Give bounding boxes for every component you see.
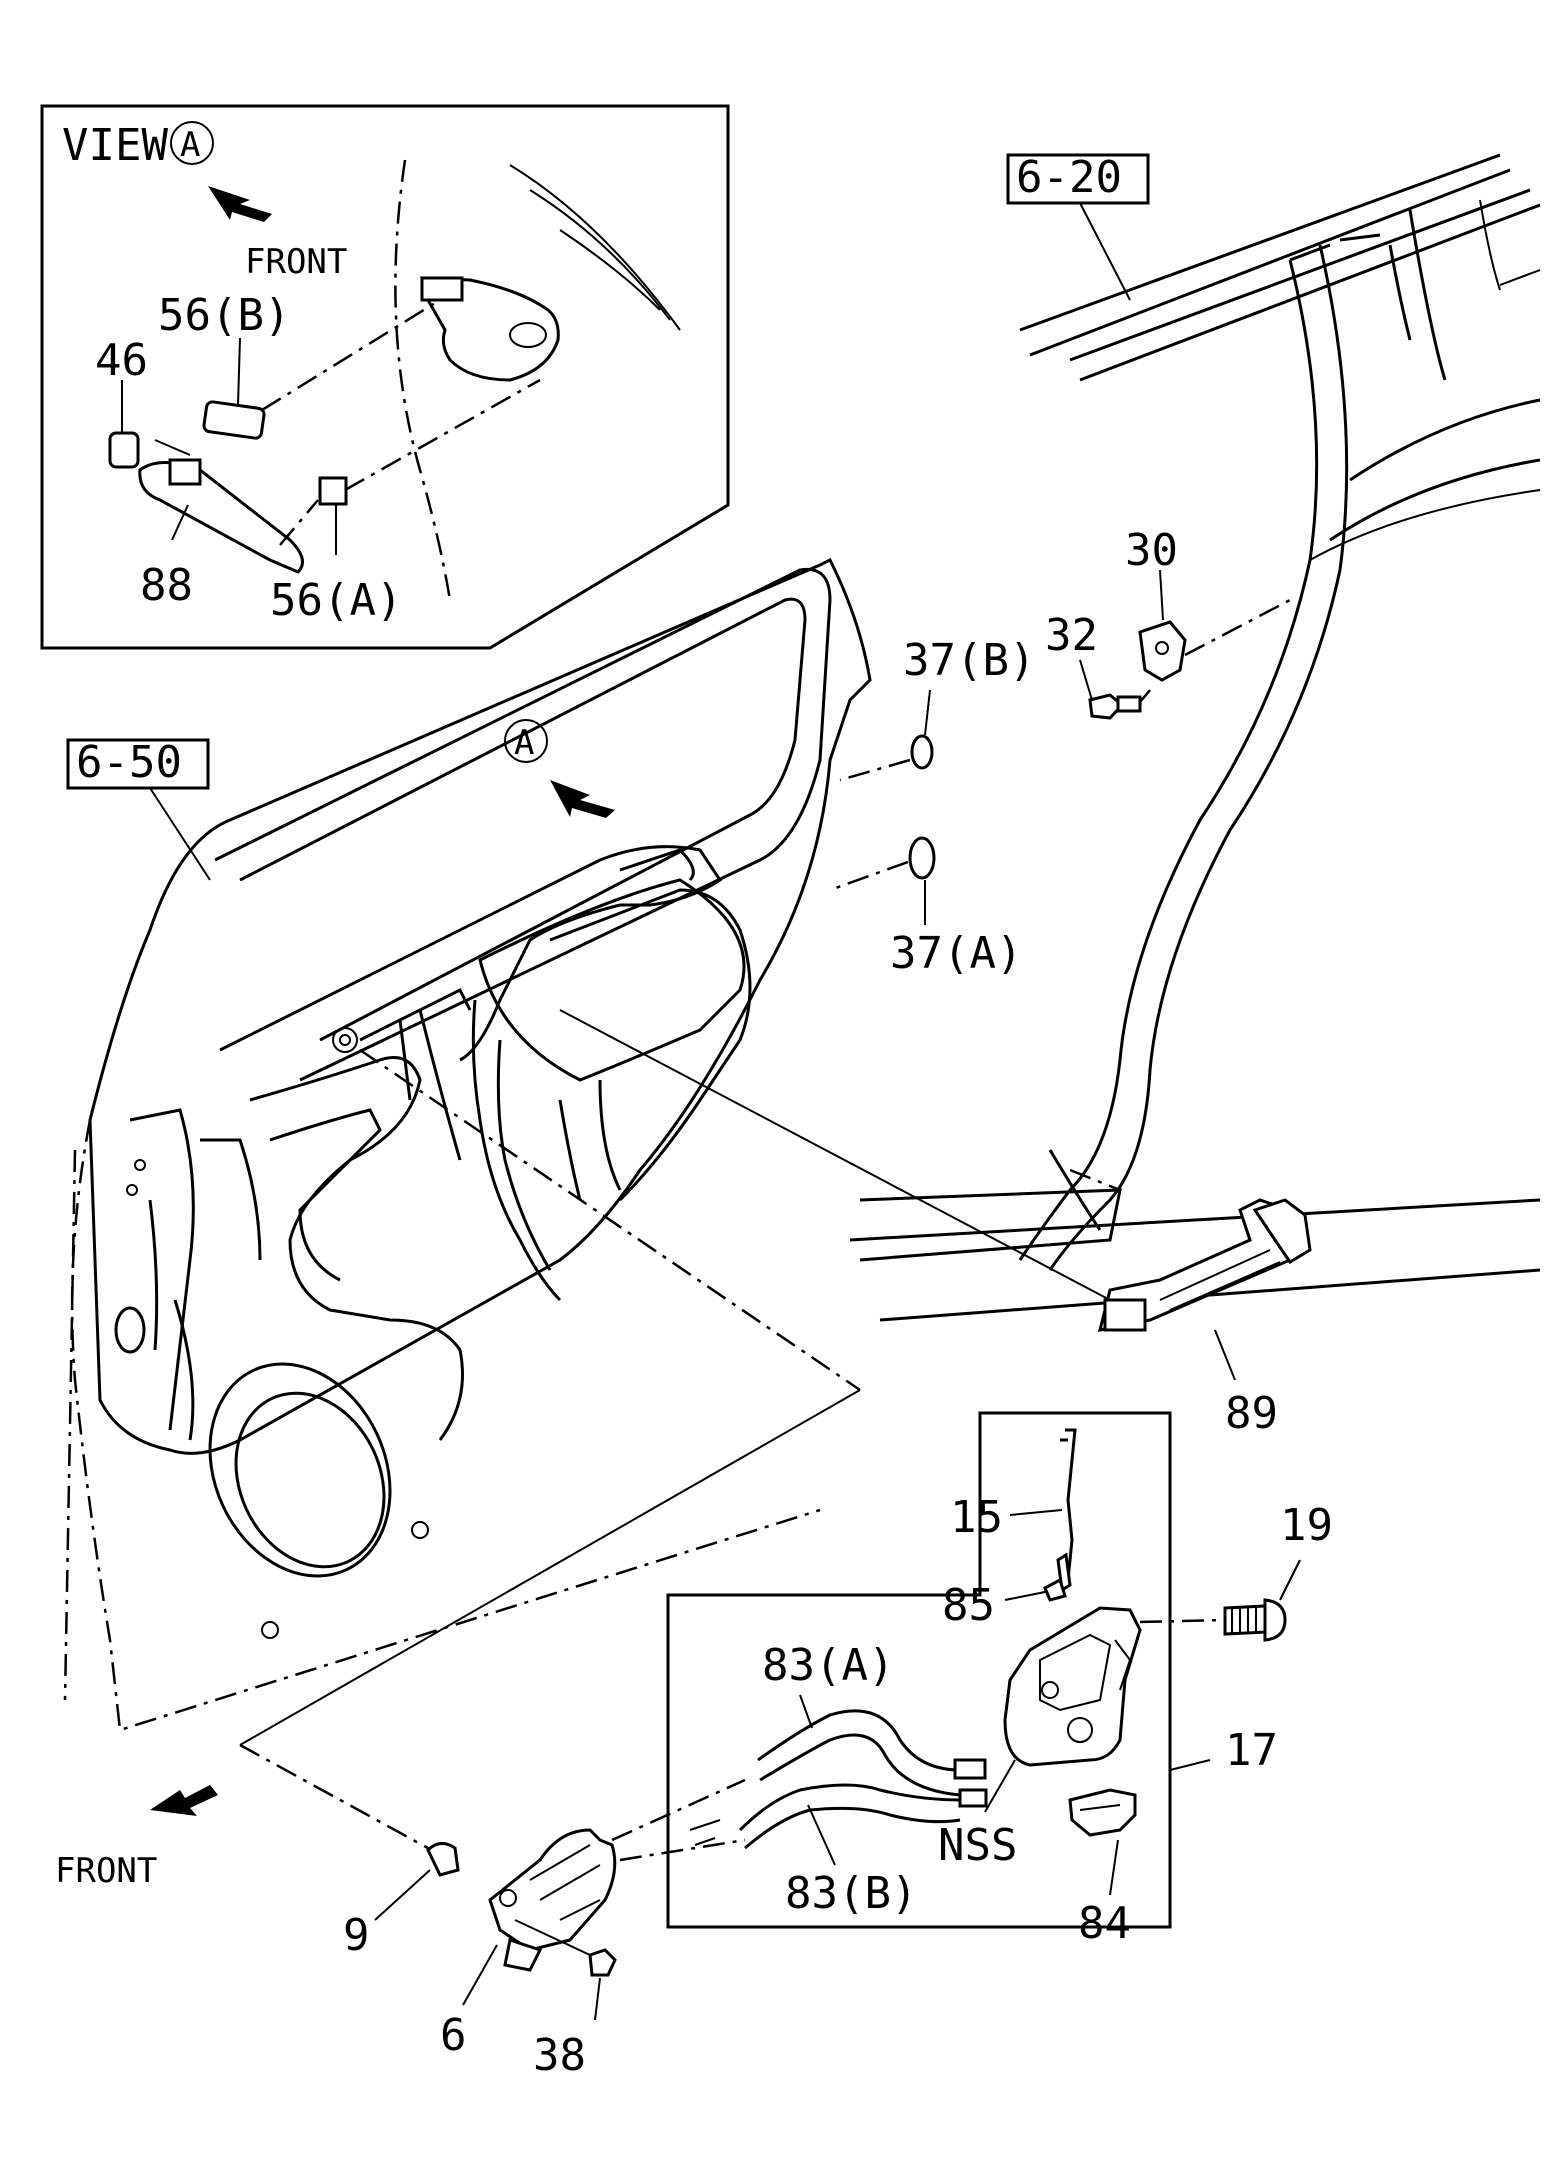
part-46 — [108, 431, 140, 469]
part-9-clip — [426, 1842, 460, 1877]
part-83b-cable — [738, 1783, 961, 1832]
ref-label-6-50: 6-50 — [76, 737, 182, 788]
part-83a-cable — [757, 1709, 961, 1772]
part-30 — [1138, 620, 1187, 682]
front-arrow-icon-bottom — [150, 1785, 218, 1816]
callout-46: 46 — [95, 335, 148, 386]
ref-label-6-20: 6-20 — [1016, 152, 1122, 203]
lock-assembly-box: 15 85 17 19 83(A) 83(B) NSS — [666, 1411, 1333, 1949]
callout-83b: 83(B) — [785, 1868, 917, 1919]
callout-56a: 56(A) — [270, 575, 402, 626]
callout-56b: 56(B) — [158, 290, 290, 341]
ref-box-6-20 — [1006, 153, 1150, 205]
body-structure: 6-20 — [849, 152, 1541, 1322]
part-17-door-lock — [1003, 1606, 1142, 1767]
callout-88: 88 — [140, 560, 193, 611]
part-89-inner-handle: 89 — [559, 1009, 1312, 1439]
callout-89: 89 — [1225, 1388, 1278, 1439]
callout-nss: NSS — [938, 1820, 1017, 1871]
part-85-clip — [1043, 1577, 1067, 1602]
callout-84: 84 — [1078, 1898, 1131, 1949]
callout-17: 17 — [1225, 1725, 1278, 1776]
front-arrow-icon-inset — [208, 186, 272, 222]
front-label-bottom: FRONT — [55, 1851, 157, 1891]
part-37b — [910, 734, 934, 770]
part-56a — [318, 476, 348, 506]
part-37a — [908, 836, 936, 880]
view-a-front-label: FRONT — [245, 242, 347, 282]
callout-30: 30 — [1125, 525, 1178, 576]
parts-lower-left: 9 6 38 FRONT — [55, 1778, 746, 2081]
part-6-handle-actuator — [488, 1828, 617, 1952]
door-marker-a: A — [514, 723, 534, 763]
callout-37b: 37(B) — [903, 635, 1035, 686]
part-88-handle — [138, 461, 304, 574]
ref-box-6-50 — [66, 738, 210, 790]
view-a-inset: VIEW A FRONT 56(B) 46 — [40, 104, 730, 650]
callout-83a: 83(A) — [762, 1640, 894, 1691]
part-38-bolt — [588, 1948, 617, 1977]
callout-6: 6 — [440, 2010, 467, 2061]
door-front-arrow-icon — [550, 780, 615, 818]
callout-37a: 37(A) — [890, 928, 1022, 979]
callout-85: 85 — [942, 1580, 995, 1631]
callout-15: 15 — [950, 1492, 1003, 1543]
callout-38: 38 — [533, 2030, 586, 2081]
handle-bracket — [420, 276, 560, 382]
part-32-bolt — [1088, 693, 1125, 720]
part-84-switch — [1068, 1788, 1137, 1837]
view-a-marker: A — [180, 125, 200, 165]
rear-door-panel: A 6-50 — [63, 557, 872, 1732]
callout-19: 19 — [1280, 1500, 1333, 1551]
parts-upper-right: 30 32 37(B) 37(A) — [829, 525, 1291, 979]
view-a-title: VIEW — [62, 120, 168, 171]
callout-9: 9 — [343, 1910, 370, 1961]
part-56b — [202, 400, 266, 440]
callout-32: 32 — [1045, 610, 1098, 661]
